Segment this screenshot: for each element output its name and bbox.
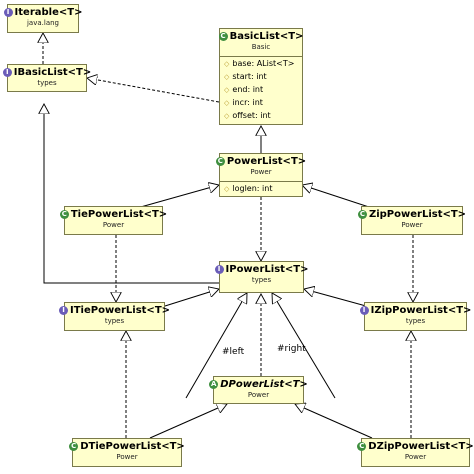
package-name: types	[37, 79, 57, 87]
package-name: types	[104, 317, 125, 325]
class-name: BasicList<T>	[229, 31, 304, 42]
field-icon: ◇	[224, 73, 230, 81]
zippowerlist-to-powerlist	[302, 185, 379, 211]
basiclist-to-ibasiclist	[87, 78, 220, 103]
class-name: TiePowerList<T>	[70, 209, 168, 220]
field-icon: ◇	[224, 86, 230, 94]
left-role-label: #left	[222, 347, 245, 357]
field: ◇loglen: int	[224, 184, 273, 193]
package-name: Power	[102, 221, 125, 229]
field-icon: ◇	[224, 60, 230, 68]
field-icon: ◇	[224, 112, 230, 120]
class-name: DZipPowerList<T>	[368, 441, 474, 452]
tiepowerlist-to-powerlist	[129, 185, 219, 211]
class-name: DTiePowerList<T>	[80, 441, 185, 452]
field: ◇incr: int	[224, 98, 263, 107]
interface-icon: I	[2, 68, 12, 77]
class-icon: C	[59, 210, 69, 219]
dpowerlist-right-to-ipowerlist	[272, 293, 336, 399]
field: ◇offset: int	[224, 111, 271, 120]
class-name: ITiePowerList<T>	[70, 305, 171, 316]
abstract-class-icon: A	[209, 380, 219, 389]
class-name: IPowerList<T>	[225, 264, 309, 275]
package-name: Power	[116, 453, 138, 461]
izippowerlist-to-ipowerlist	[304, 289, 367, 307]
class-name: ZipPowerList<T>	[368, 209, 467, 220]
package-name: Power	[250, 168, 272, 176]
class-icon: C	[218, 32, 228, 41]
class-name: DPowerList<T>	[220, 379, 308, 390]
package-name: Power	[247, 391, 270, 399]
interface-icon: I	[59, 306, 68, 315]
class-icon: C	[215, 157, 225, 166]
field: ◇base: AList<T>	[224, 59, 295, 68]
dzippowerlist-to-dpowerlist	[295, 404, 373, 439]
class-icon: C	[357, 442, 367, 451]
package-name: java.lang	[26, 19, 59, 27]
package-name: types	[251, 276, 272, 284]
interface-icon: I	[214, 265, 224, 274]
class-name: Iterable<T>	[14, 7, 83, 18]
dtiepowerlist-to-dpowerlist	[149, 404, 227, 439]
package-name: Power	[401, 221, 423, 229]
class-icon: C	[69, 442, 79, 451]
itiepowerlist-to-ipowerlist	[164, 289, 219, 307]
package-name: Basic	[251, 43, 271, 51]
interface-icon: I	[359, 306, 369, 315]
dpowerlist-left-to-ipowerlist	[185, 293, 247, 399]
field: ◇start: int	[224, 72, 267, 81]
field: ◇end: int	[224, 85, 264, 94]
class-name: IZipPowerList<T>	[370, 305, 472, 316]
field-icon: ◇	[224, 99, 230, 107]
field-icon: ◇	[224, 185, 230, 193]
right-role-label: #right	[277, 344, 306, 354]
package-name: Power	[404, 453, 427, 461]
class-name: IBasicList<T>	[13, 67, 92, 78]
class-icon: C	[357, 210, 367, 219]
ipowerlist-to-ibasiclist	[44, 104, 219, 284]
class-name: PowerList<T>	[226, 156, 307, 167]
interface-icon: I	[3, 8, 13, 17]
package-name: types	[405, 317, 426, 325]
